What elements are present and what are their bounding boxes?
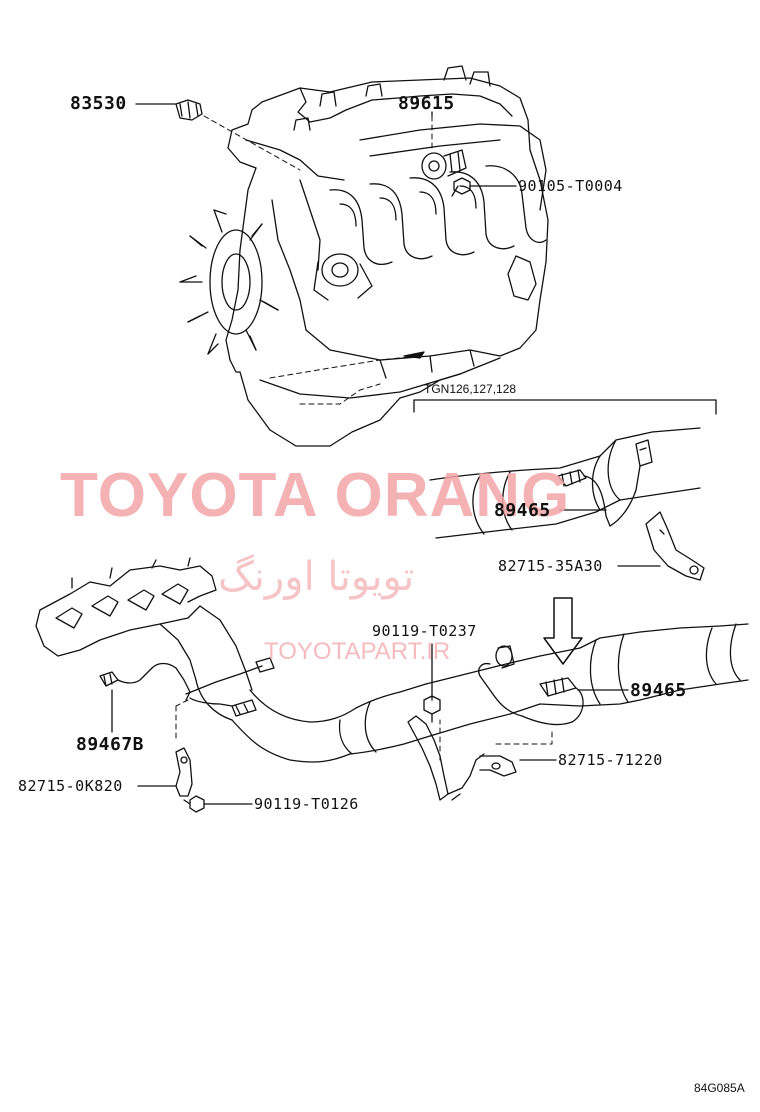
part-label-82715-0k820: 82715-0K820 (18, 777, 123, 795)
down-arrow-icon (543, 597, 583, 665)
oxygen-sensor-main-icon (478, 645, 629, 726)
diagram-code: 84G085A (694, 1081, 745, 1095)
engine-block (179, 65, 549, 447)
bolt-icon (451, 177, 517, 197)
pan-arrow (403, 351, 425, 359)
oil-pressure-switch-icon (135, 99, 203, 121)
model-note: TGN126,127,128 (424, 382, 517, 396)
part-label-89467b: 89467B (76, 734, 145, 755)
knock-sensor-icon (421, 149, 467, 180)
watermark-persian: تویوتا اورنگ (218, 554, 415, 600)
watermark-site: TOYOTAPART.IR (264, 638, 451, 665)
part-label-90119-t0237: 90119-T0237 (372, 622, 477, 640)
oxygen-sensor-upper-icon (557, 439, 653, 527)
air-fuel-sensor-icon (99, 657, 275, 733)
tgn-bracket-line (413, 399, 717, 415)
exhaust-manifold (35, 557, 253, 721)
part-label-82715-71220: 82715-71220 (558, 751, 663, 769)
bolt-upper-icon (423, 643, 441, 723)
engine-leaders (203, 115, 433, 405)
part-label-90105-t0004: 90105-T0004 (518, 177, 623, 195)
rear-leaders (439, 719, 553, 761)
part-label-83530: 83530 (70, 93, 127, 114)
part-label-89465-main: 89465 (630, 680, 687, 701)
rear-bracket-icon (407, 715, 517, 801)
lower-left-leaders (175, 699, 189, 741)
part-label-82715-35a30: 82715-35A30 (498, 557, 603, 575)
bracket-lower-icon (137, 747, 193, 797)
part-label-89615: 89615 (398, 93, 455, 114)
watermark-toyota-orang: TOYOTA ORANG (60, 461, 571, 530)
part-label-90119-t0126: 90119-T0126 (254, 795, 359, 813)
bolt-lower-icon (183, 795, 253, 813)
front-pipe (231, 623, 749, 763)
bracket-upper-icon (645, 511, 705, 581)
part-label-89465-upper: 89465 (494, 500, 551, 521)
